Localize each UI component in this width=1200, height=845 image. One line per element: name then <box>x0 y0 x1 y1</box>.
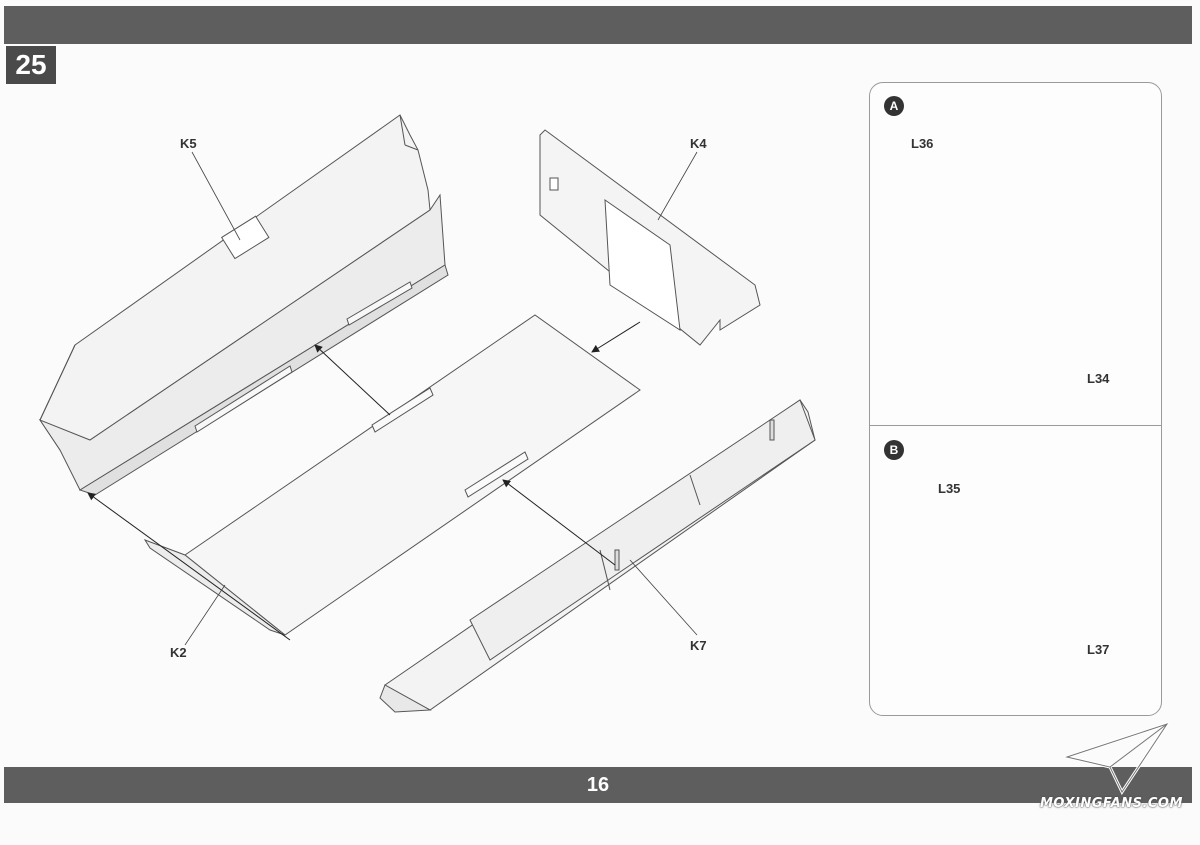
paper-plane-icon <box>1062 722 1171 796</box>
inset-b-badge: B <box>884 440 904 460</box>
step-number: 25 <box>6 46 56 84</box>
assembly-arrows <box>87 321 641 641</box>
k7-side-wall <box>379 399 816 713</box>
k4-bulkhead <box>539 129 761 346</box>
label-l37: L37 <box>1087 642 1110 657</box>
inset-a-badge: A <box>884 96 904 116</box>
label-k5: K5 <box>180 136 197 151</box>
k5-strips <box>194 281 413 433</box>
label-k7: K7 <box>690 638 707 653</box>
label-k4: K4 <box>690 136 707 151</box>
label-l34: L34 <box>1087 371 1110 386</box>
header-bar <box>4 6 1192 44</box>
inset-divider <box>869 425 1161 426</box>
footer-bar: 16 <box>4 767 1192 803</box>
k5-side-wall <box>38 114 449 496</box>
label-l35: L35 <box>938 481 961 496</box>
detail-inset-panel <box>869 82 1162 716</box>
leader-lines <box>184 151 698 646</box>
label-l36: L36 <box>911 136 934 151</box>
watermark-text: MOXINGFANS.COM <box>1040 796 1183 811</box>
label-k2: K2 <box>170 645 187 660</box>
page-number: 16 <box>586 774 610 796</box>
